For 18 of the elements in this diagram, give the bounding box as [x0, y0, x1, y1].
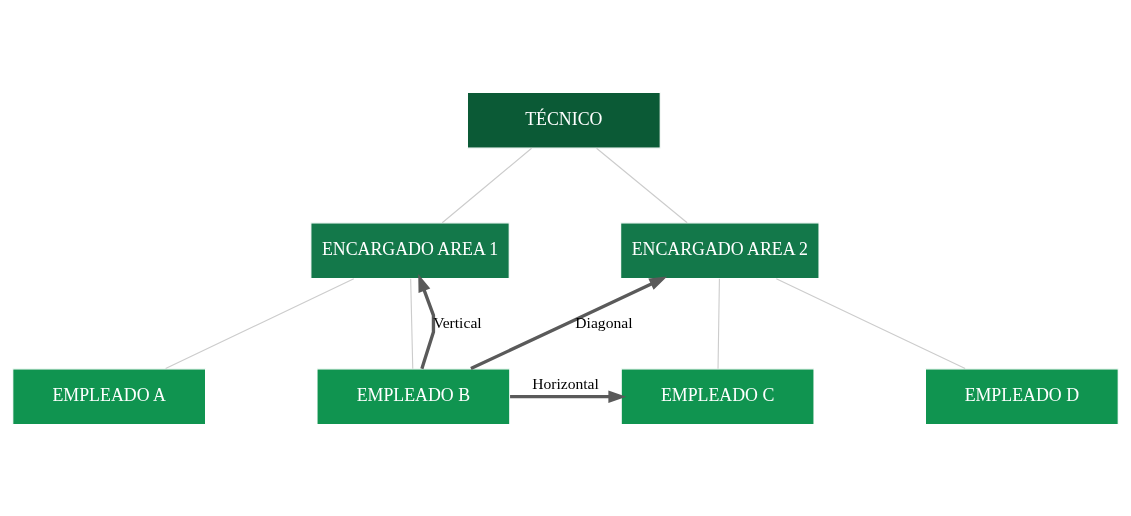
node-box: EMPLEADO D: [924, 367, 1119, 425]
connector: [717, 277, 720, 369]
connector: [441, 147, 533, 223]
arrow: [470, 276, 668, 370]
node-box: TÉCNICO: [466, 91, 661, 149]
node-box: ENCARGADO AREA 2: [620, 221, 820, 279]
connector: [596, 147, 688, 223]
connector: [410, 277, 414, 369]
node-box: EMPLEADO B: [316, 367, 511, 425]
node-box: EMPLEADO C: [620, 367, 815, 425]
node-box: EMPLEADO A: [12, 367, 207, 425]
node-box: ENCARGADO AREA 1: [310, 221, 510, 279]
arrow: [510, 389, 627, 403]
connector: [165, 277, 355, 369]
connector: [775, 277, 966, 369]
arrow: [418, 273, 436, 369]
edge-label: Horizontal: [532, 374, 599, 392]
edge-label: Diagonal: [575, 313, 633, 331]
